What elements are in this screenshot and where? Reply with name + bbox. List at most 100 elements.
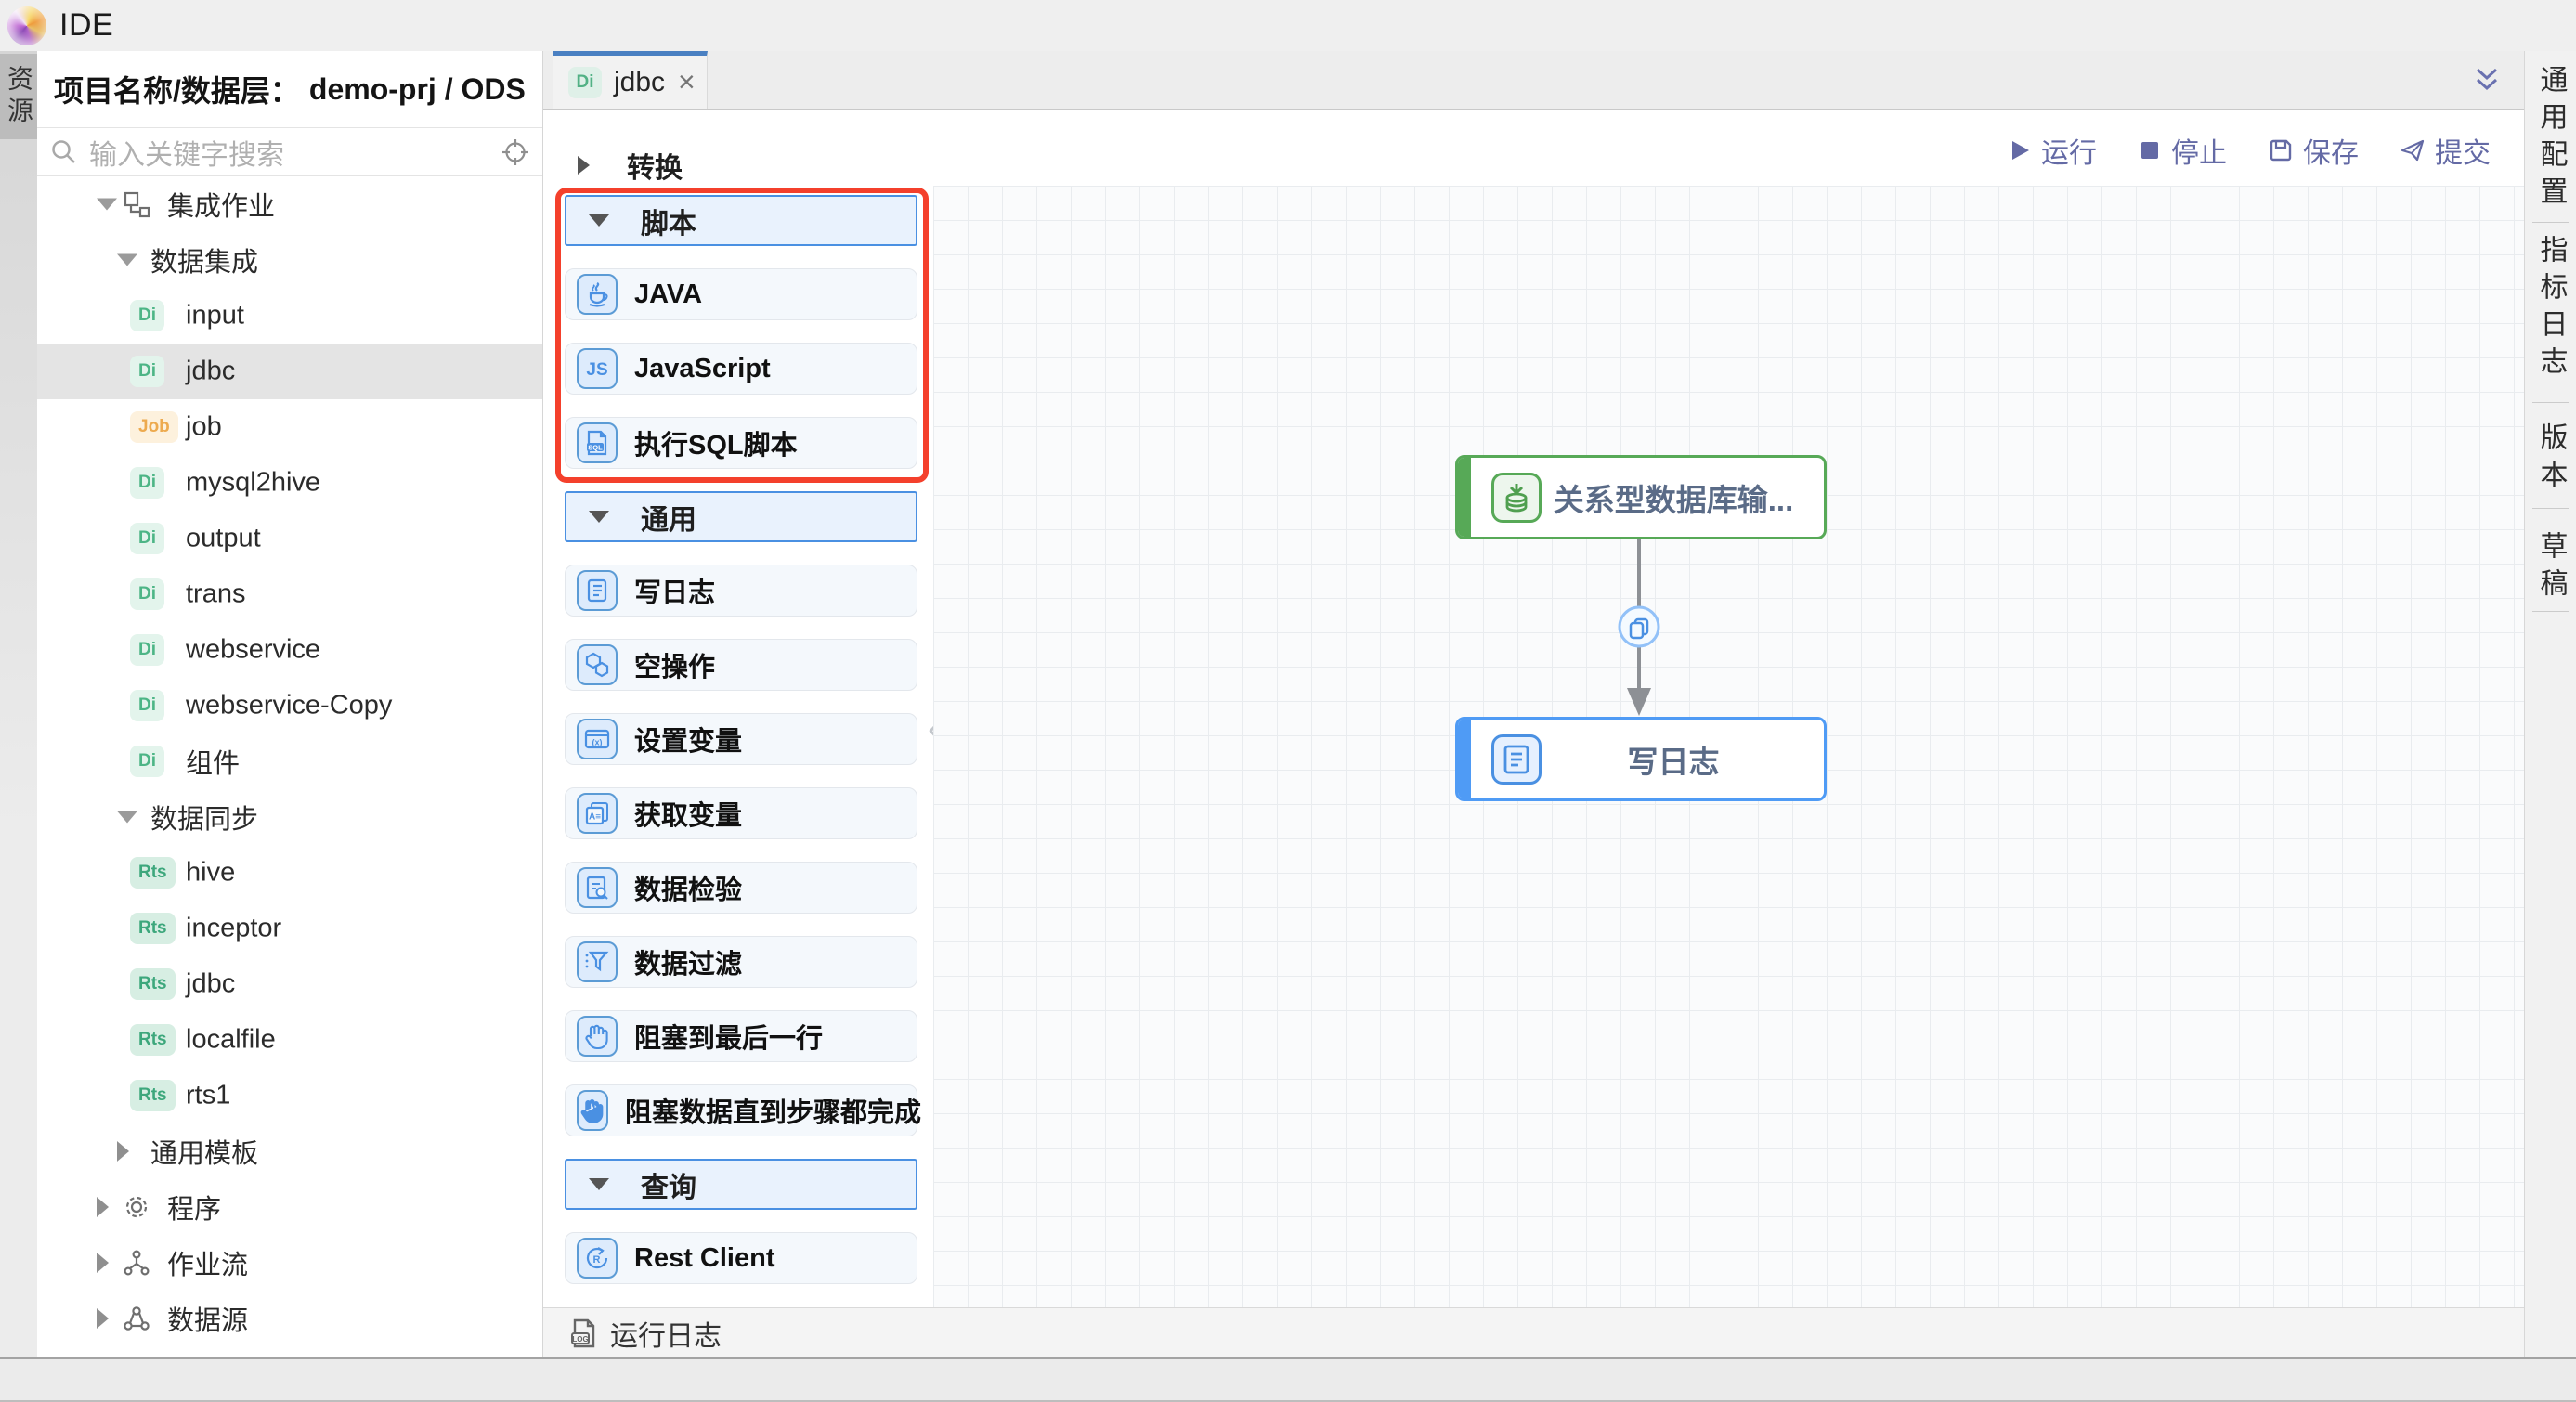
palette-item-获取变量[interactable]: A≡ 获取变量 — [565, 787, 917, 839]
node-label: 写日志 — [1627, 744, 1720, 779]
submit-button[interactable]: 提交 — [2400, 130, 2491, 171]
caret-down-icon[interactable] — [97, 198, 117, 211]
palette-section-label: 通用 — [641, 504, 696, 536]
caret-right-icon[interactable] — [578, 156, 590, 175]
save-button[interactable]: 保存 — [2268, 130, 2359, 171]
caret-down-icon[interactable] — [589, 214, 609, 227]
rest-client-icon: R — [577, 1238, 618, 1279]
palette-item-写日志[interactable]: 写日志 — [565, 565, 917, 617]
right-tab-指标日志[interactable]: 指标日志 — [2525, 235, 2576, 383]
caret-right-icon[interactable] — [97, 1253, 109, 1273]
left-rail: 资源 — [0, 51, 38, 1357]
palette-item-JAVA[interactable]: JAVA — [565, 268, 917, 320]
type-badge-Rts: Rts — [130, 1024, 176, 1056]
tree-item-mysql2hive[interactable]: Di mysql2hive — [37, 455, 542, 511]
right-tab-版本[interactable]: 版本 — [2525, 422, 2576, 497]
tree-item-程序[interactable]: 程序 — [37, 1179, 542, 1235]
palette-item-Rest Client[interactable]: RRest Client — [565, 1232, 917, 1284]
node-relational-db-input[interactable]: 关系型数据库输... — [1455, 455, 1827, 539]
flow-canvas[interactable]: 关系型数据库输... 写日志 — [933, 186, 2524, 1307]
run-button[interactable]: 运行 — [2008, 130, 2097, 171]
palette-section-label: 转换 — [627, 153, 683, 184]
tree-item-数据集成[interactable]: 数据集成 — [37, 232, 542, 288]
palette-item-label: JavaScript — [634, 353, 771, 383]
right-tab-草稿[interactable]: 草稿 — [2525, 531, 2576, 605]
palette-item-设置变量[interactable]: (x)设置变量 — [565, 713, 917, 765]
tree-item-label: input — [186, 300, 244, 331]
palette-item-空操作[interactable]: 空操作 — [565, 639, 917, 691]
chevron-double-down-icon[interactable] — [2473, 66, 2501, 94]
palette-item-JavaScript[interactable]: JS JavaScript — [565, 343, 917, 395]
caret-down-icon[interactable] — [589, 511, 609, 523]
caret-right-icon[interactable] — [117, 1141, 129, 1162]
right-tab-label: 指标日志 — [2535, 235, 2567, 383]
svg-text:SQL: SQL — [588, 443, 603, 451]
palette-item-阻塞数据直到步骤都完成[interactable]: 阻塞数据直到步骤都完成 — [565, 1084, 921, 1136]
palette-item-阻塞到最后一行[interactable]: 阻塞到最后一行 — [565, 1010, 917, 1062]
write-log-icon — [577, 570, 618, 611]
tab-close-icon[interactable]: × — [678, 65, 696, 98]
app-logo — [7, 6, 46, 45]
run-log-bar[interactable]: LOG 运行日志 — [543, 1307, 2524, 1357]
palette-item-数据检验[interactable]: 数据检验 — [565, 862, 917, 914]
caret-right-icon[interactable] — [97, 1197, 109, 1217]
tree-item-数据同步[interactable]: 数据同步 — [37, 789, 542, 845]
tab-jdbc[interactable]: Di jdbc × — [553, 51, 708, 109]
tree-item-label: jdbc — [186, 356, 236, 386]
divider — [2532, 222, 2569, 223]
sql-script-icon: SQL — [577, 422, 618, 463]
tree-item-数据源[interactable]: 数据源 — [37, 1291, 542, 1346]
palette-section-脚本[interactable]: 脚本 — [565, 195, 917, 246]
type-badge-Di: Di — [130, 467, 164, 499]
tree-item-通用模板[interactable]: 通用模板 — [37, 1123, 542, 1179]
caret-down-icon[interactable] — [589, 1178, 609, 1190]
search-row[interactable]: 输入关键字搜索 — [37, 128, 542, 176]
run-toolbar: 运行 停止 保存提交 — [2008, 130, 2491, 171]
palette-item-数据过滤[interactable]: 数据过滤 — [565, 936, 917, 988]
palette-section-查询[interactable]: 查询 — [565, 1159, 917, 1210]
caret-down-icon[interactable] — [117, 811, 137, 824]
caret-down-icon[interactable] — [117, 253, 137, 266]
rail-tab-resources[interactable]: 资源 — [0, 54, 37, 139]
caret-right-icon[interactable] — [97, 1308, 109, 1329]
search-input[interactable]: 输入关键字搜索 — [89, 139, 284, 171]
palette-section-通用[interactable]: 通用 — [565, 491, 917, 542]
tab-type-badge: Di — [568, 66, 602, 98]
palette-item-label: 阻塞到最后一行 — [634, 1024, 824, 1054]
palette-section-转换[interactable]: 转换 — [565, 149, 917, 184]
palette-item-label: 获取变量 — [634, 801, 743, 831]
database-input-icon — [1491, 472, 1542, 523]
palette-item-label: JAVA — [634, 279, 703, 309]
stop-button[interactable]: 停止 — [2138, 130, 2227, 171]
javascript-icon: JS — [577, 348, 618, 389]
svg-text:A≡: A≡ — [589, 812, 601, 823]
tree-item-label: mysql2hive — [186, 467, 321, 498]
edge-db-to-log[interactable] — [1611, 534, 1667, 720]
tree-item-label: rts1 — [186, 1080, 231, 1110]
tree-item-作业流[interactable]: 作业流 — [37, 1235, 542, 1291]
tree-item-集成作业[interactable]: 集成作业 — [37, 176, 542, 232]
toolbar-button-label: 停止 — [2171, 138, 2227, 169]
tree-item-label: inceptor — [186, 913, 282, 943]
project-header-label: 项目名称/数据层： — [54, 74, 300, 108]
run-log-label: 运行日志 — [610, 1320, 722, 1352]
node-write-log[interactable]: 写日志 — [1455, 717, 1827, 801]
locate-icon[interactable] — [501, 138, 529, 166]
right-tab-通用配置[interactable]: 通用配置 — [2525, 65, 2576, 214]
palette-item-label: 设置变量 — [634, 727, 743, 757]
